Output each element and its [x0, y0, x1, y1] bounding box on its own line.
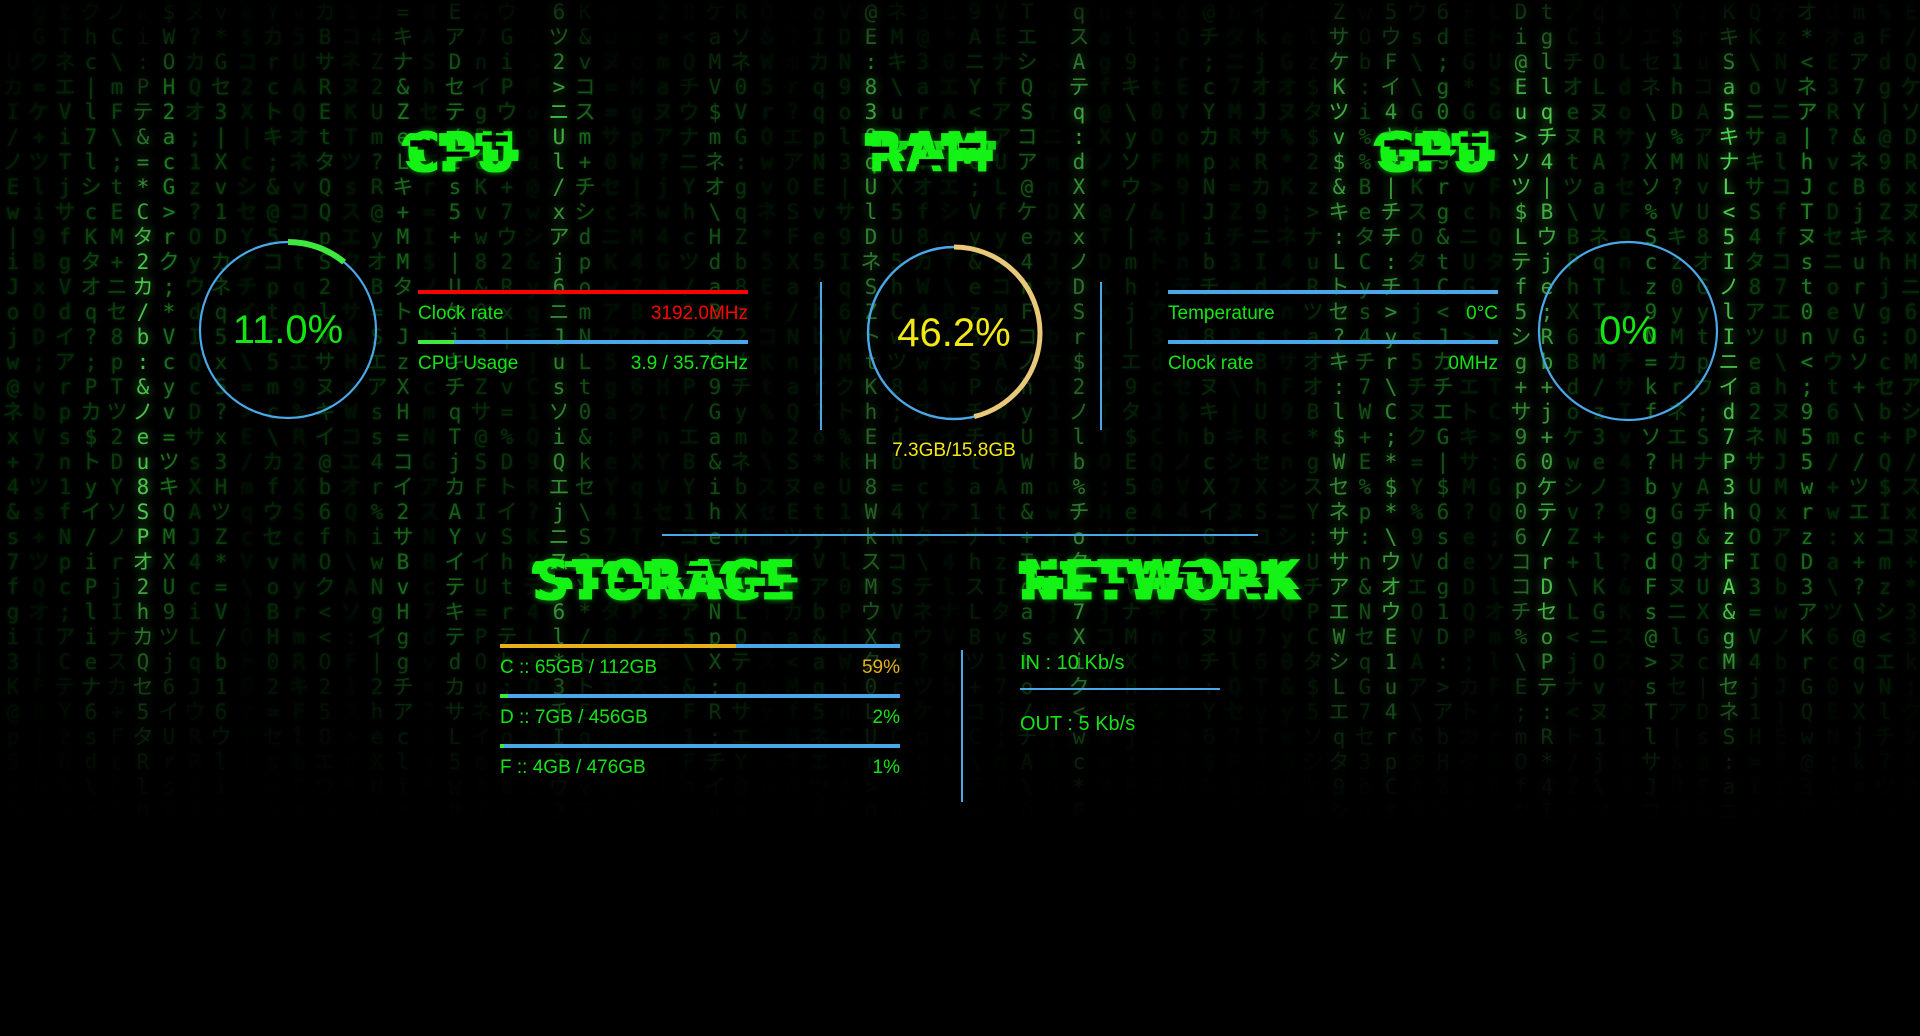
gpu-clock-rate-label: Clock rate — [1168, 353, 1254, 374]
cpu-section-title: CPU CPU CPU CPU — [398, 121, 526, 186]
matrix-rain-column: L 5 Z サ ケ K ツ v $ & キ : L ト セ ? キ : l $ … — [1328, 0, 1350, 818]
ram-section-title: RAM RAM RAM RAM — [860, 121, 1003, 186]
bar-fill — [500, 694, 508, 698]
network-section-title: NETWORK NETWORK NETWORK NETWORK — [1014, 549, 1310, 614]
cpu-usage-label: CPU Usage — [418, 353, 519, 374]
cpu-clock-rate-row: Clock rate 3192.0MHz — [418, 290, 748, 325]
storage-drive-d-value: 2% — [872, 707, 900, 728]
network-out-value: OUT : 5 Kb/s — [1020, 713, 1136, 735]
storage-drive-f-bar — [500, 744, 900, 748]
matrix-rain-column: チ 5 U カ I / ノ E w | i J o j w @ ネ x + 4 … — [2, 0, 24, 818]
gpu-temperature-row: Temperature 0°C — [1168, 290, 1498, 325]
storage-section-title: STORAGE STORAGE STORAGE STORAGE — [529, 550, 833, 613]
bar-fill — [500, 644, 736, 648]
matrix-rain-column: P n v t m U エ + ケ : エ v イ k j オ J サ R カ … — [1250, 0, 1272, 818]
gpu-section-title: GPU GPU GPU GPU — [1370, 121, 1502, 186]
gpu-usage-gauge: 0% — [1536, 239, 1720, 423]
matrix-rain-column: r キ r Q m ツ サ P B c g G ク = ケ + ツ l i 9 … — [28, 0, 50, 818]
divider-storage-network — [961, 650, 963, 802]
cpu-usage-row: CPU Usage 3.9 / 35.7GHz — [418, 340, 748, 375]
gauge-arc — [197, 239, 379, 421]
gpu-temperature-label: Temperature — [1168, 303, 1275, 324]
matrix-rain-column: J & エ キ ア ス P キ y 6 タ ニ 7 M R x = Z チ 3 … — [1224, 0, 1246, 818]
storage-drive-f-label: F :: 4GB / 476GB — [500, 757, 646, 778]
cpu-usage-bar — [418, 340, 748, 344]
cpu-gauge-value: 11.0% — [232, 307, 344, 352]
matrix-rain-column: k i : P テ & = * C タ 2 カ / b : & ノ e u 8 … — [132, 0, 154, 818]
gpu-clock-rate-row: Clock rate 0MHz — [1168, 340, 1498, 375]
divider-cpu-ram — [820, 282, 822, 430]
gpu-clock-rate-bar — [1168, 340, 1498, 344]
matrix-rain-column: t @ ウ ト a e / e G オ ヌ % * K ; ネ 4 イ n t … — [1276, 0, 1298, 818]
bar-fill — [418, 290, 748, 294]
ram-usage-gauge: 46.2% — [865, 244, 1043, 422]
bar-fill — [418, 340, 455, 344]
matrix-rain-column: t G @ r l = 1 q ス A テ q : d X X x ノ D S … — [1068, 0, 1090, 818]
matrix-rain-column: < 5 V \ W d エ J 2 > F < E / Q ケ ソ D R x … — [1900, 0, 1920, 818]
storage-drive-c-row: C :: 65GB / 112GB 59% — [500, 644, 900, 679]
matrix-rain-column: セ h ケ > E ? O D @ t T ネ エ V i T j サ f g … — [54, 0, 76, 818]
cpu-clock-rate-label: Clock rate — [418, 303, 504, 324]
divider-top-bottom — [662, 534, 1258, 536]
matrix-rain-column: V t K y ク Y @ チ ; c Y カ p N J i b チ p 8 … — [1198, 0, 1220, 818]
storage-drive-d-bar — [500, 694, 900, 698]
matrix-rain-column: O 9 W l + l 9 キ \ y ソ ウ / | m h j | エ 9 … — [1120, 0, 1142, 818]
matrix-rain-column: B オ x G l タ K セ a f C ノ C \ m F \ ; t E … — [106, 0, 128, 818]
gpu-temperature-bar — [1168, 290, 1498, 294]
storage-drive-f-row: F :: 4GB / 476GB 1% — [500, 744, 900, 779]
matrix-rain-column: r Z v ニ u ス g g W k | ニ D i @ E u > ソ ツ … — [1510, 0, 1532, 818]
matrix-rain-column: o ツ 3 h ウ A ク h c | l 7 l シ c K タ オ q ? … — [80, 0, 102, 818]
matrix-rain-column: 3 z l z $ タ $ 2 z > ナ u R ツ a オ オ B * g … — [1302, 0, 1324, 818]
divider-ram-gpu — [1100, 282, 1102, 430]
storage-drive-c-value: 59% — [861, 657, 900, 678]
matrix-rain-column: & m チ $ W O H 2 a c G > r ク ; * V c y v … — [158, 0, 180, 818]
cpu-clock-rate-value: 3192.0MHz — [650, 303, 748, 324]
network-in-value: IN : 10 Kb/s — [1020, 652, 1125, 674]
ram-capacity-caption: 7.3GB/15.8GB — [892, 440, 1016, 461]
gpu-temperature-value: 0°C — [1466, 303, 1498, 324]
gpu-clock-rate-value: 0MHz — [1448, 353, 1498, 374]
matrix-rain-column: S L 5 L ケ c ナ ス k : ; t 0 O F > & ネ ト ; … — [1146, 0, 1168, 818]
matrix-rain-column: 0 K キ S a 5 キ ナ L < 5 I ノ l I ニ イ d 7 P … — [1718, 0, 1740, 818]
cpu-clock-rate-bar — [418, 290, 748, 294]
matrix-rain-column: s ス u b b テ z N V ニ a l コ f f コ 7 エ U \ … — [1770, 0, 1792, 818]
gpu-gauge-value: 0% — [1599, 308, 1657, 353]
matrix-rain-column: z i g チ ノ a / N 2 / : > X オ * < ネ ア | h … — [1796, 0, 1818, 818]
bar-fill — [500, 744, 504, 748]
cpu-usage-value: 3.9 / 35.7GHz — [630, 353, 748, 374]
ram-gauge-value: 46.2% — [897, 310, 1011, 355]
matrix-rain-column: N N ヌ g f ニ m n D カ J サ ソ b エ 1 J 3 T n … — [1042, 0, 1064, 818]
gauge-track — [1537, 240, 1719, 422]
matrix-rain-column: c エ d オ E 3 R ? v c D セ ニ o e V ウ t 6 m … — [1822, 0, 1844, 818]
matrix-rain-column: B ト Y 6 I 9 7 v P N Q K \ o ニ サ キ サ S 4 … — [1744, 0, 1766, 818]
storage-drive-d-label: D :: 7GB / 456GB — [500, 707, 648, 728]
divider-network-in-out — [1020, 688, 1220, 690]
matrix-rain-column: 3 X Z p / x 1 ネ P F e Q u d Q r E Y o M … — [1172, 0, 1194, 818]
cpu-usage-gauge: 11.0% — [197, 239, 379, 421]
matrix-rain-column: 3 i h ヌ 3 u a g f @ X ノ * @ T D i x k C … — [1094, 0, 1116, 818]
matrix-rain-column: ナ s w O b : i % % B e タ C y s 4 チ 7 W + … — [1354, 0, 1376, 818]
storage-drive-d-row: D :: 7GB / 456GB 2% — [500, 694, 900, 729]
storage-drive-f-value: 1% — [872, 757, 900, 778]
gauge-arc — [865, 244, 1043, 422]
matrix-rain-column: : M 4 キ s F 5 e テ エ ケ % F d g | @ 9 6 Z … — [1874, 0, 1896, 818]
storage-drive-c-bar — [500, 644, 900, 648]
storage-drive-c-label: C :: 65GB / 112GB — [500, 657, 658, 678]
matrix-rain-column: 5 % < * エ A R ア 9 m a ア 7 Y & ネ B j キ u … — [1848, 0, 1870, 818]
